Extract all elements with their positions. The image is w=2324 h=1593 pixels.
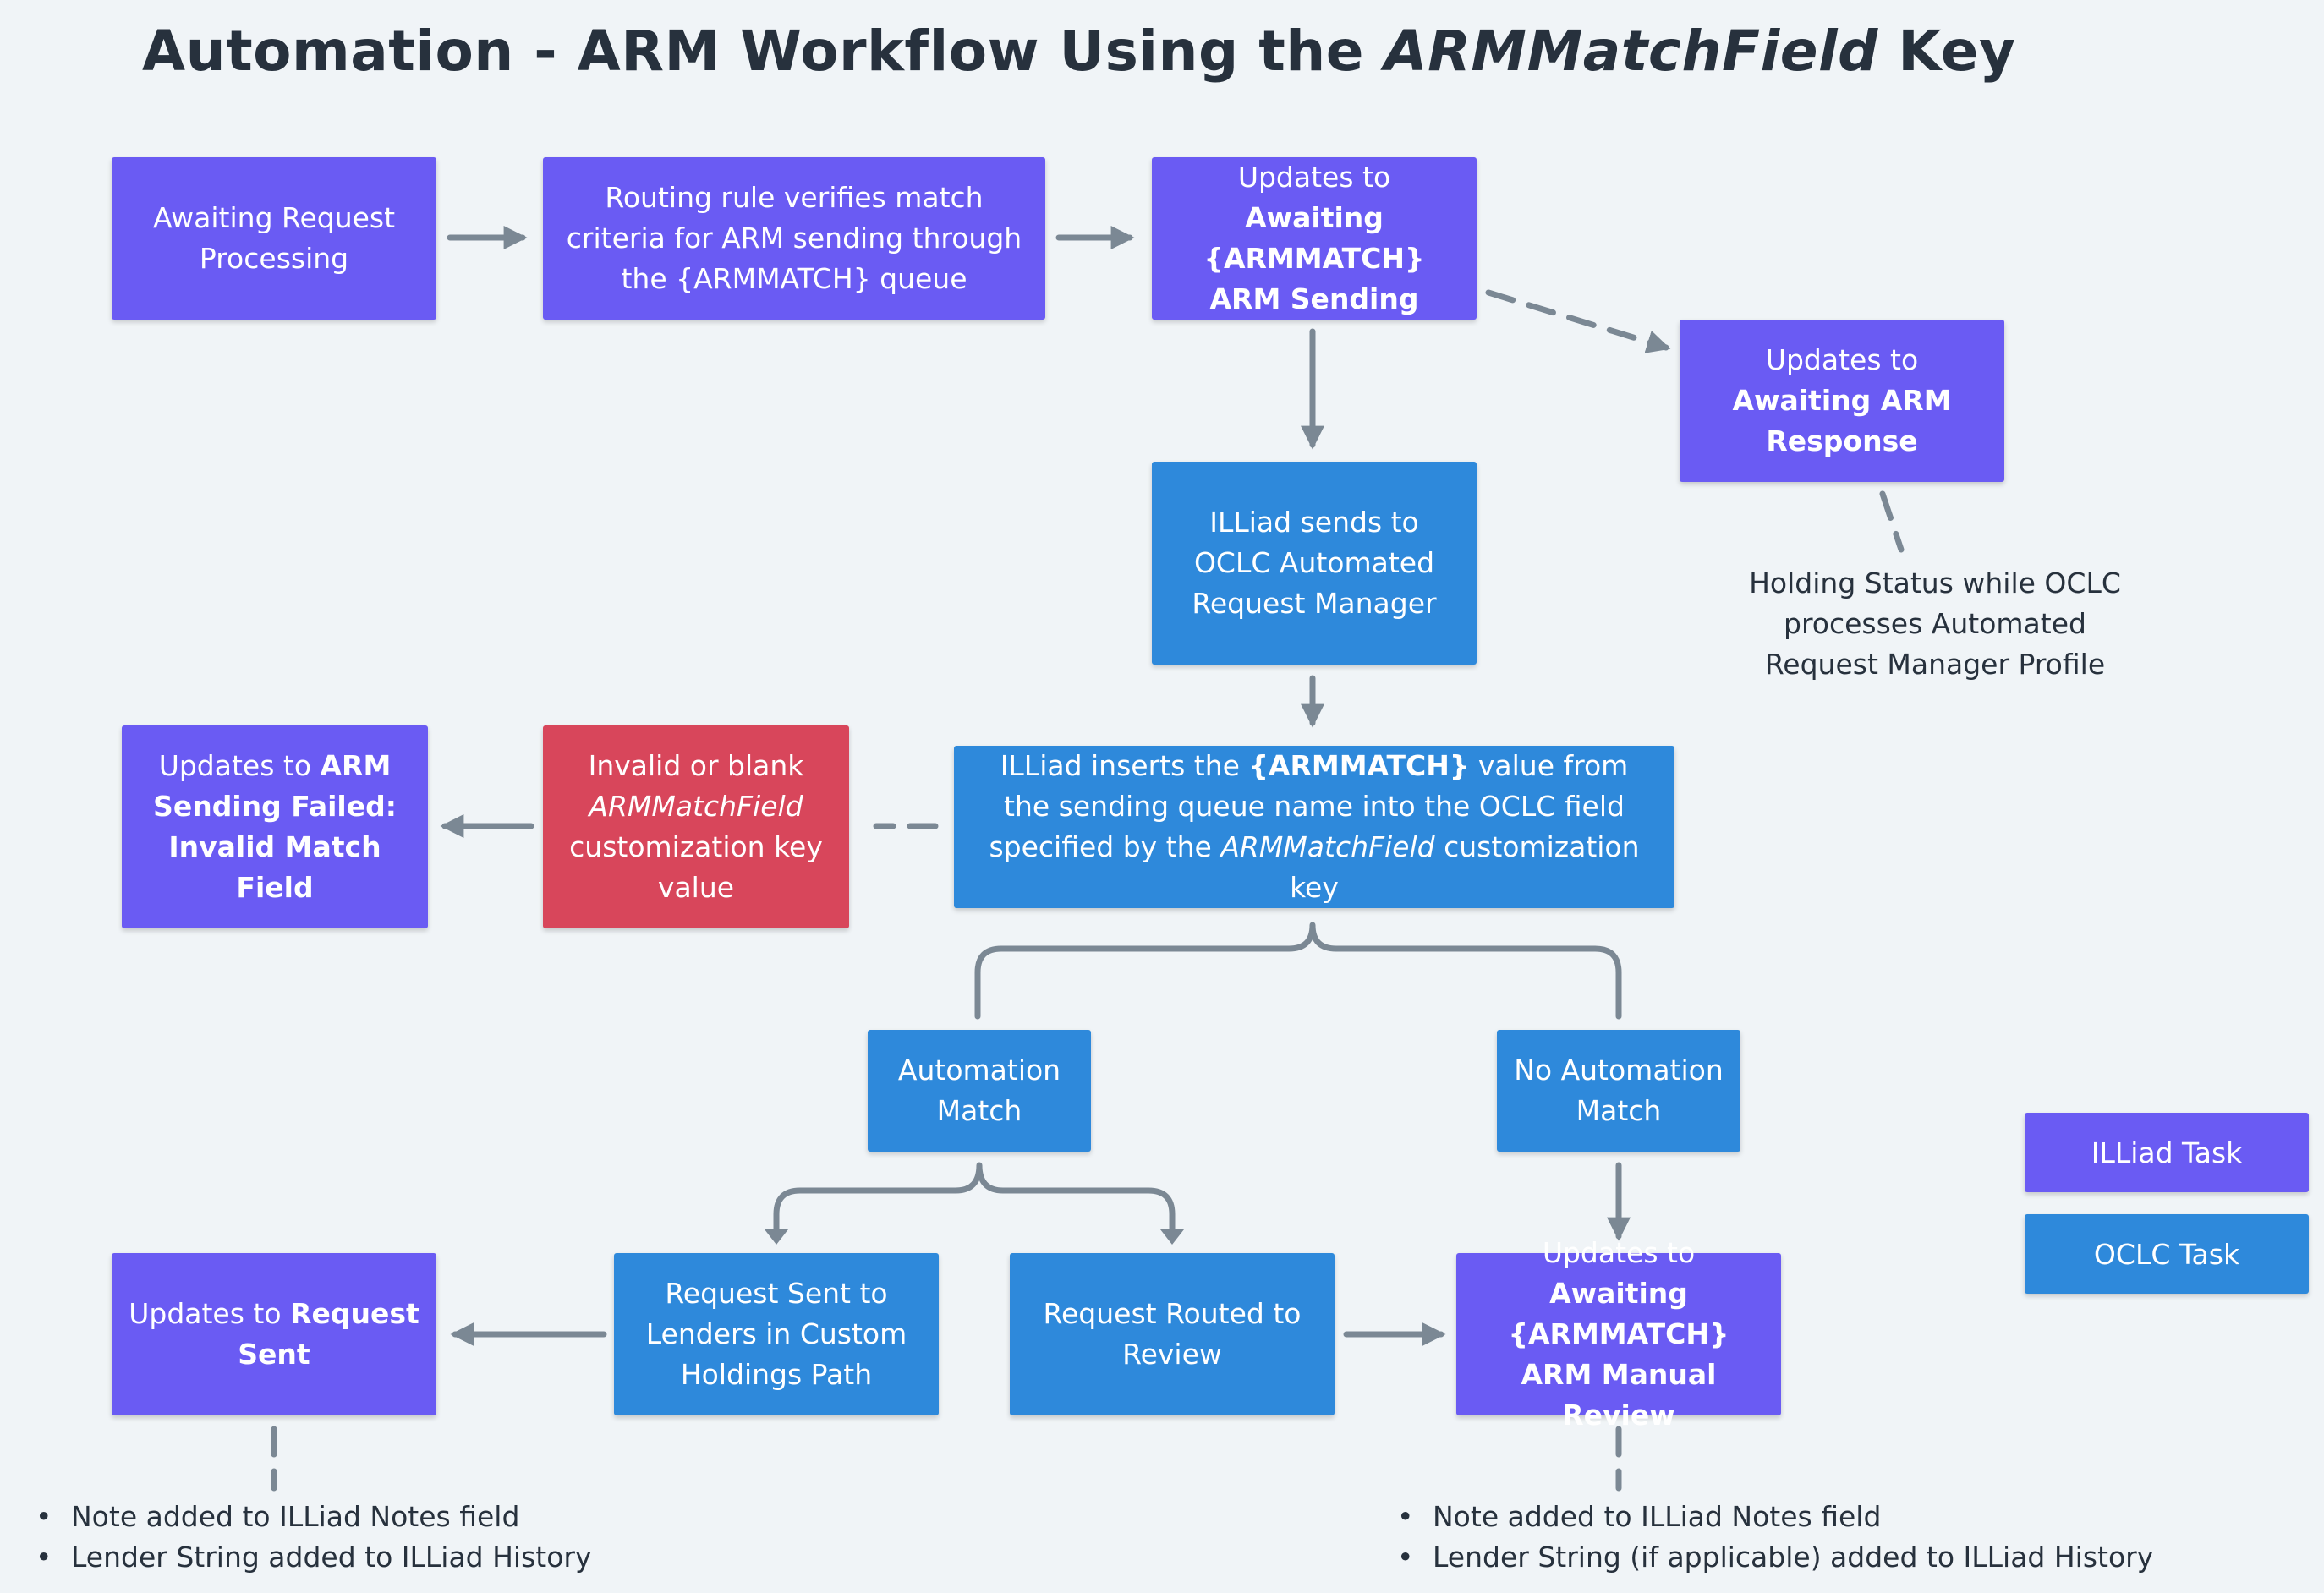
- node-no-automation-match: No Automation Match: [1497, 1030, 1740, 1152]
- bracket-inserts-to-matches: [974, 922, 1622, 1020]
- node-text-2: customization key value: [569, 830, 823, 904]
- node-request-sent-to-lenders: Request Sent to Lenders in Custom Holdin…: [614, 1253, 939, 1415]
- node-text-2: value from the sending queue name into t…: [989, 749, 1629, 863]
- node-bold-text: Request Sent: [238, 1297, 419, 1371]
- node-updates-arm-sending-failed: Updates to ARM Sending Failed: Invalid M…: [122, 725, 428, 928]
- node-text: Request Routed to Review: [1043, 1297, 1302, 1371]
- node-text: Updates to: [1237, 161, 1391, 194]
- node-bold-text: Awaiting {ARMMATCH} ARM Manual Review: [1508, 1277, 1729, 1432]
- node-text: Updates to: [129, 1297, 291, 1330]
- bracket-automation-match-to-results: [773, 1162, 1176, 1238]
- node-illiad-inserts: ILLiad inserts the {ARMMATCH} value from…: [954, 746, 1674, 908]
- list-item: Note added to ILLiad Notes field: [1397, 1497, 2153, 1537]
- node-text: No Automation Match: [1514, 1054, 1724, 1127]
- node-text: Updates to: [158, 749, 321, 782]
- node-italic-text: ARMMatchField: [589, 790, 803, 823]
- node-updates-awaiting-armmatch-sending: Updates to Awaiting {ARMMATCH} ARM Sendi…: [1152, 157, 1477, 320]
- legend-oclc-task: OCLC Task: [2025, 1214, 2309, 1294]
- node-text: ILLiad sends to OCLC Automated Request M…: [1192, 506, 1437, 620]
- node-bold-text: {ARMMATCH}: [1248, 749, 1470, 782]
- node-awaiting-request-processing: Awaiting Request Processing: [112, 157, 436, 320]
- node-text: Updates to: [1765, 343, 1919, 376]
- node-bold-text: Awaiting {ARMMATCH} ARM Sending: [1203, 201, 1425, 315]
- node-text: Request Sent to Lenders in Custom Holdin…: [645, 1277, 907, 1391]
- arrow-sending-to-response-dashed: [1485, 289, 1671, 353]
- node-bold-text: ARM Sending Failed: Invalid Match Field: [153, 749, 397, 904]
- node-invalid-or-blank: Invalid or blank ARMMatchField customiza…: [543, 725, 849, 928]
- bracket-arrowheads: [765, 1229, 1184, 1245]
- node-request-routed-to-review: Request Routed to Review: [1010, 1253, 1335, 1415]
- node-updates-awaiting-arm-response: Updates to Awaiting ARM Response: [1680, 320, 2004, 482]
- title-suffix: Key: [1877, 19, 2016, 84]
- manual-review-notes: Note added to ILLiad Notes field Lender …: [1397, 1497, 2153, 1578]
- node-updates-awaiting-manual-review: Updates to Awaiting {ARMMATCH} ARM Manua…: [1456, 1236, 1781, 1432]
- holding-status-note: Holding Status while OCLC processes Auto…: [1749, 567, 2121, 681]
- node-text: ILLiad inserts the: [1000, 749, 1249, 782]
- list-item: Lender String (if applicable) added to I…: [1397, 1537, 2153, 1578]
- list-item: Lender String added to ILLiad History: [36, 1537, 592, 1578]
- dash-response-to-holding-note: [1879, 490, 1905, 553]
- node-text: Routing rule verifies match criteria for…: [566, 181, 1022, 295]
- title-emphasis: ARMMatchField: [1384, 19, 1878, 84]
- legend-label: OCLC Task: [2093, 1237, 2240, 1271]
- list-item: Note added to ILLiad Notes field: [36, 1497, 592, 1537]
- node-text: Updates to: [1542, 1236, 1696, 1269]
- legend-illiad-task: ILLiad Task: [2025, 1113, 2309, 1192]
- title-prefix: Automation - ARM Workflow Using the: [142, 19, 1384, 84]
- node-illiad-sends-to-oclc: ILLiad sends to OCLC Automated Request M…: [1152, 462, 1477, 665]
- node-updates-request-sent: Updates to Request Sent: [112, 1253, 436, 1415]
- node-routing-rule: Routing rule verifies match criteria for…: [543, 157, 1045, 320]
- node-italic-text: ARMMatchField: [1220, 830, 1435, 863]
- request-sent-notes: Note added to ILLiad Notes field Lender …: [36, 1497, 592, 1578]
- node-text: Awaiting Request Processing: [152, 201, 396, 275]
- arrowhead-to-review: [1160, 1229, 1184, 1245]
- page-title: Automation - ARM Workflow Using the ARMM…: [142, 19, 2016, 84]
- node-automation-match: Automation Match: [868, 1030, 1091, 1152]
- legend-label: ILLiad Task: [2091, 1136, 2243, 1169]
- node-text: Automation Match: [897, 1054, 1061, 1127]
- node-bold-text: Awaiting ARM Response: [1732, 384, 1952, 457]
- node-text: Invalid or blank: [588, 749, 804, 782]
- node-text-3: customization key: [1290, 830, 1640, 904]
- arrowhead-to-lenders: [765, 1229, 788, 1245]
